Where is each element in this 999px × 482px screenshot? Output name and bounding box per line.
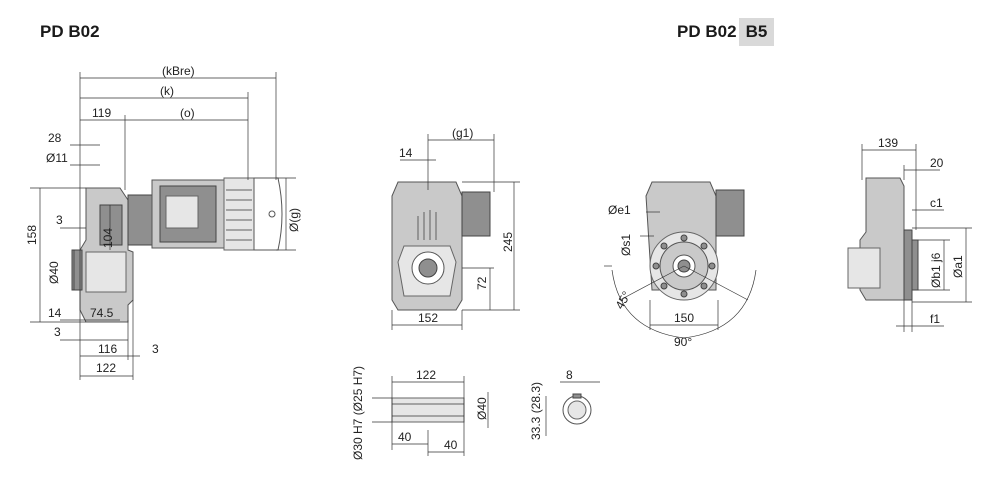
front-view-dimensions xyxy=(391,134,520,330)
dim-20: 20 xyxy=(930,156,944,170)
dim-3c: 3 xyxy=(152,342,159,356)
gearbox-detail xyxy=(99,204,123,246)
b5-motor-stub xyxy=(715,189,745,237)
front-bore xyxy=(418,258,438,278)
shaft-drawing xyxy=(391,393,592,425)
dim-90deg: 90° xyxy=(674,335,692,349)
dim-f1: f1 xyxy=(930,312,940,326)
shaft-dimensions xyxy=(372,376,600,456)
dim-shaft-40b: 40 xyxy=(444,438,458,452)
drawing-title-left: PD B02 xyxy=(40,22,100,41)
dim-104: 104 xyxy=(101,228,115,248)
gearbox-bore xyxy=(85,251,127,293)
dim-shaft-122: 122 xyxy=(416,368,436,382)
dim-shaft-dia40: Ø40 xyxy=(475,397,489,420)
side-flange xyxy=(71,249,83,291)
dim-shaft-h7: Ø30 H7 (Ø25 H7) xyxy=(351,366,365,460)
dim-c1: c1 xyxy=(930,196,943,210)
side-view-dimensions xyxy=(30,72,296,380)
dim-s1: Øs1 xyxy=(619,234,633,256)
fan-cover xyxy=(253,177,283,251)
dim-150: 150 xyxy=(674,311,694,325)
dim-k: (k) xyxy=(160,84,174,98)
dim-11: Ø11 xyxy=(46,151,68,165)
dim-3b: 3 xyxy=(54,325,61,339)
dim-152: 152 xyxy=(418,311,438,325)
flange-front-dimensions xyxy=(604,211,757,339)
flange-side-drawing xyxy=(847,177,919,301)
dim-45deg: 45° xyxy=(612,289,633,312)
dim-72: 72 xyxy=(475,276,489,290)
dim-116: 116 xyxy=(98,342,117,356)
terminal-box-cover xyxy=(165,195,199,229)
b5-side-bore xyxy=(847,247,881,289)
front-view-drawing xyxy=(391,181,491,311)
dim-14: 14 xyxy=(48,306,62,320)
dim-o: (o) xyxy=(180,106,195,120)
dim-74-5: 74.5 xyxy=(90,306,114,320)
dim-40: Ø40 xyxy=(47,261,61,284)
dim-3a: 3 xyxy=(56,213,63,227)
keyway xyxy=(572,393,582,399)
dim-33-3: 33.3 (28.3) xyxy=(529,382,543,440)
motor-fins xyxy=(223,177,255,251)
dim-119: 119 xyxy=(92,106,111,120)
b5-badge: B5 xyxy=(739,18,774,46)
dim-139: 139 xyxy=(878,136,898,150)
dim-g: Ø(g) xyxy=(287,208,301,232)
dim-e1: Øe1 xyxy=(608,203,631,217)
dim-kbre: (kBre) xyxy=(162,64,195,78)
dim-g1: (g1) xyxy=(452,126,473,140)
front-motor-stub xyxy=(461,191,491,237)
hollow-shaft xyxy=(391,397,465,423)
dim-key-8: 8 xyxy=(566,368,573,382)
b5-side-spigot xyxy=(911,239,919,291)
b5-side-flange xyxy=(903,229,913,301)
side-view-drawing xyxy=(71,177,283,323)
shaft-section-bore xyxy=(567,400,587,420)
flange-side-dimensions xyxy=(861,144,972,332)
dim-b1: Øb1 j6 xyxy=(929,252,943,288)
flange-front-drawing xyxy=(645,181,745,301)
motor-adapter xyxy=(127,194,153,246)
dim-a1: Øa1 xyxy=(951,255,965,278)
dim-158: 158 xyxy=(25,225,39,245)
dim-28: 28 xyxy=(48,131,62,145)
dim-122: 122 xyxy=(96,361,116,375)
dim-shaft-40a: 40 xyxy=(398,430,412,444)
dim-245: 245 xyxy=(501,232,515,252)
dim-14-front: 14 xyxy=(399,146,413,160)
drawing-title-right: PD B02 xyxy=(677,22,737,41)
